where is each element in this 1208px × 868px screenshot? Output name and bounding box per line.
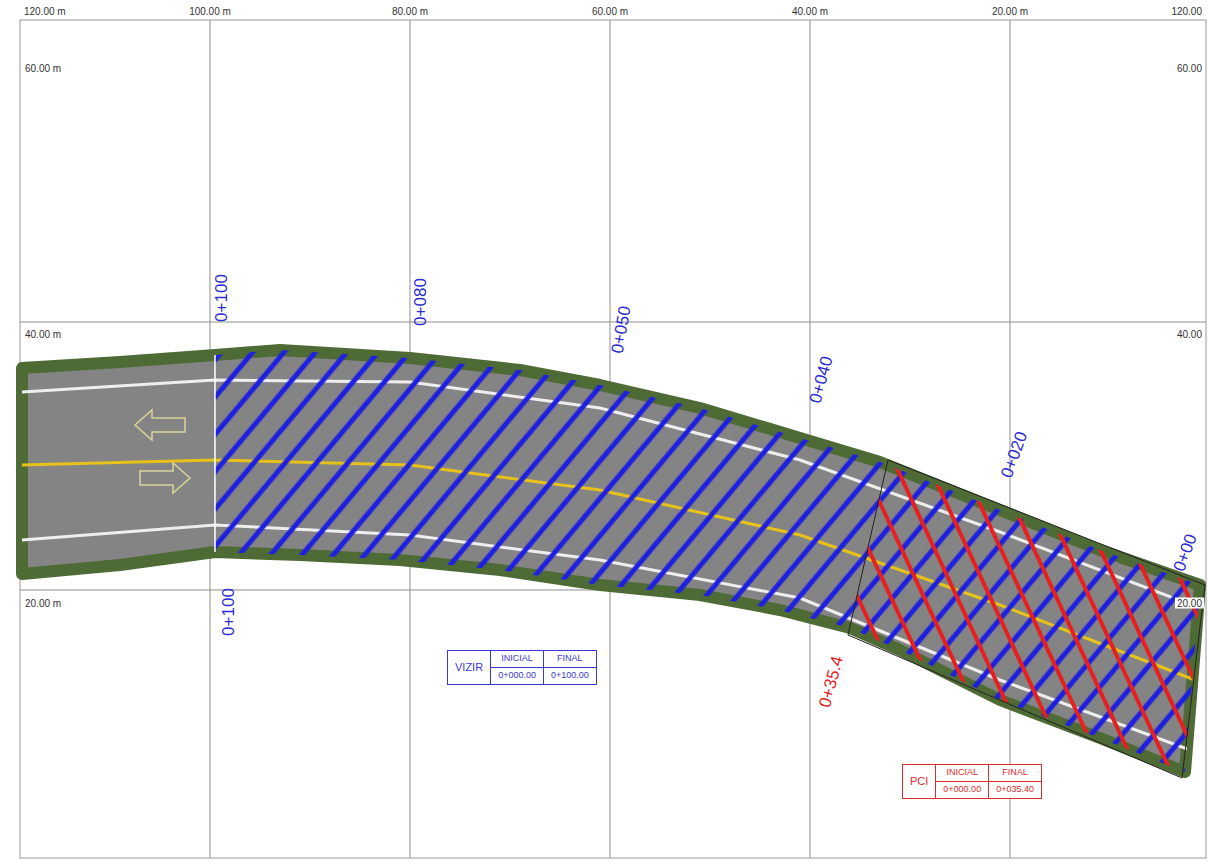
station-label: 0+100 xyxy=(213,272,232,324)
axis-label: 120.00 m xyxy=(22,6,68,17)
axis-label: 40.00 m xyxy=(790,6,830,17)
station-label: 0+050 xyxy=(608,303,635,357)
axis-label: 60.00 m xyxy=(23,63,63,74)
table-title: PCI xyxy=(903,765,935,798)
axis-label: 40.00 xyxy=(1175,329,1204,340)
table-cell: FINAL xyxy=(989,765,1041,781)
table-cell: 0+000.00 xyxy=(491,668,543,684)
table-cell: 0+100.00 xyxy=(544,668,596,684)
table-cell: 0+000.00 xyxy=(936,782,988,798)
pci-hatch xyxy=(848,460,1205,778)
table-cell: INICIAL xyxy=(936,765,988,781)
axis-label: 60.00 xyxy=(1175,63,1204,74)
axis-label: 20.00 m xyxy=(23,598,63,609)
pci-outline xyxy=(848,460,1205,778)
axis-label: 120.00 xyxy=(1169,6,1204,17)
vizir-hatch xyxy=(215,330,1208,790)
station-label: 0+080 xyxy=(412,276,431,328)
station-label: 0+00 xyxy=(1170,530,1202,576)
axis-label: 20.00 xyxy=(1175,598,1204,609)
station-label: 0+020 xyxy=(997,427,1032,482)
table-cell: INICIAL xyxy=(491,651,543,667)
axis-label: 80.00 m xyxy=(390,6,430,17)
axis-label: 40.00 m xyxy=(23,329,63,340)
station-label: 0+040 xyxy=(806,353,837,408)
section-limit xyxy=(214,355,216,552)
station-label: 0+35.4 xyxy=(816,652,849,711)
station-label: 0+100 xyxy=(220,586,239,638)
table-cell: FINAL xyxy=(544,651,596,667)
table-cell: 0+035.40 xyxy=(989,782,1041,798)
summary-table: VIZIRINICIALFINAL0+000.000+100.00 xyxy=(447,650,597,685)
summary-table: PCIINICIALFINAL0+000.000+035.40 xyxy=(902,764,1042,799)
road-arrows xyxy=(135,410,190,493)
axis-label: 60.00 m xyxy=(590,6,630,17)
axis-label: 100.00 m xyxy=(187,6,233,17)
axis-label: 20.00 m xyxy=(990,6,1030,17)
table-title: VIZIR xyxy=(448,651,490,684)
